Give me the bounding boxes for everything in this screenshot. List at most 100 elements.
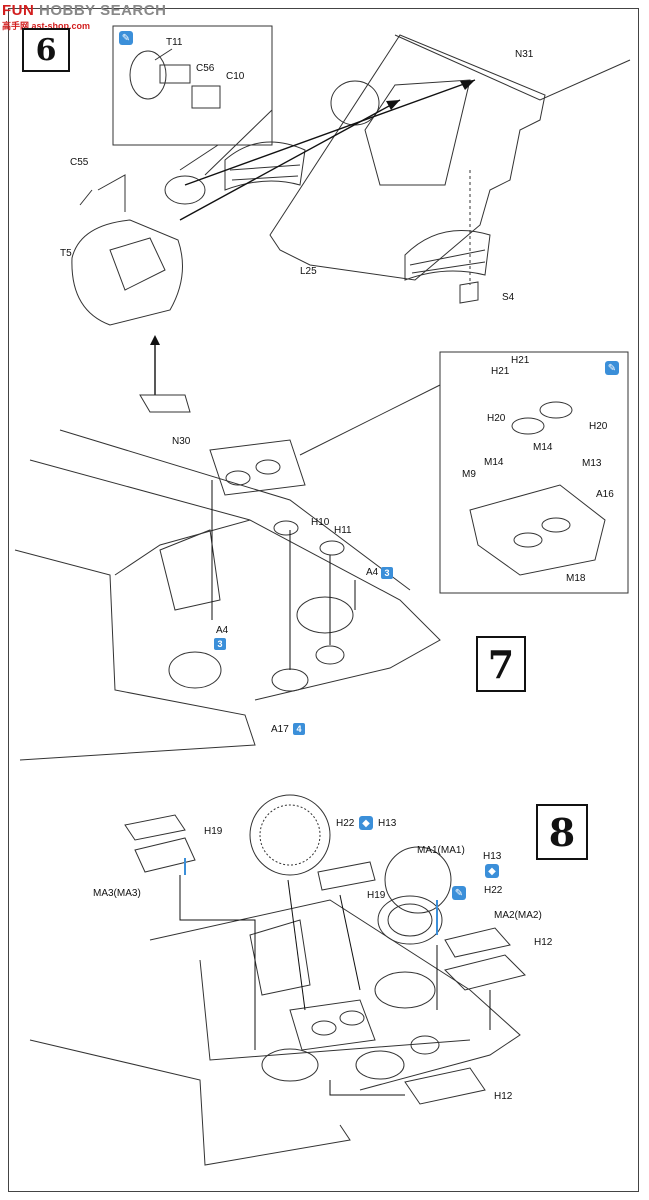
- grille-h22-left: [249, 794, 331, 876]
- part-c55-line: [79, 189, 93, 206]
- step-6-number: 6: [22, 28, 70, 72]
- grille-front: [224, 141, 306, 191]
- label-ma3: MA3(MA3): [93, 888, 141, 899]
- hatch-t5-opening: [109, 237, 166, 291]
- grille-h22-right: [377, 895, 443, 945]
- watermark-site: 高手网 ast-shop.com: [2, 19, 90, 32]
- detail-inset-7: [439, 351, 629, 594]
- label-a4: A4: [216, 625, 229, 636]
- label-n31: N31: [515, 49, 534, 60]
- label-c10: C10: [226, 71, 245, 82]
- part-h11: [319, 540, 345, 556]
- hull-top-7: [114, 519, 441, 701]
- part-h19-mid: [317, 861, 376, 891]
- part-h10: [273, 520, 299, 536]
- label-h19: H19: [367, 890, 386, 901]
- hull-edge-back: [394, 34, 631, 101]
- label-h22: H22: [336, 818, 355, 829]
- part-s4: [459, 281, 479, 304]
- glue-icon: ✎: [119, 31, 133, 45]
- plate-cutout: [364, 79, 471, 186]
- part-h12-bottom: [404, 1067, 486, 1105]
- inset-ring-h20a: [511, 417, 545, 435]
- label-l25: L25: [300, 266, 317, 277]
- inset-ring-h20b: [539, 401, 573, 419]
- inset-callout-line-b: [204, 109, 273, 176]
- part-c10: [191, 85, 221, 109]
- part-h19-left: [134, 837, 196, 873]
- label-m18: M18: [566, 573, 586, 584]
- label-c55: C55: [70, 157, 89, 168]
- rotate-icon: ◆: [485, 864, 499, 878]
- label-h21: H21: [511, 355, 530, 366]
- hatch-ring-t11: [129, 50, 167, 100]
- inset-callout-line-a: [179, 144, 219, 171]
- callout-badge: 3: [381, 567, 393, 579]
- hull-hole-7b: [296, 596, 354, 634]
- label-t5: T5: [60, 248, 72, 259]
- label-a16: A16: [596, 489, 614, 500]
- detail-inset-6: [112, 25, 273, 146]
- callout-badge: 4: [293, 723, 305, 735]
- label-m14: M14: [484, 457, 504, 468]
- step-7-number: 7: [476, 636, 526, 692]
- mesh-ma3: [124, 814, 186, 841]
- label-h12: H12: [534, 937, 553, 948]
- arrow-to-n31: [184, 79, 476, 186]
- hull-hole-8a: [261, 1048, 319, 1082]
- engine-plate-8: [289, 999, 376, 1051]
- label-a4: A4: [366, 567, 379, 578]
- label-h11: H11: [334, 525, 352, 536]
- glue-icon: ✎: [452, 886, 466, 900]
- hull-plate-l25: [269, 34, 546, 281]
- label-h10: H10: [311, 517, 330, 528]
- hull-side-7: [14, 549, 256, 761]
- grille-rear: [404, 230, 491, 281]
- hull-hole-8b: [374, 971, 436, 1009]
- watermark-chars: 高手网: [2, 21, 30, 31]
- label-t11: T11: [166, 37, 183, 48]
- mesh-ma1: [384, 846, 452, 914]
- inset-callout-7: [299, 384, 441, 456]
- label-m13: M13: [582, 458, 602, 469]
- hatch-hole: [330, 80, 380, 126]
- hatch-t5: [71, 219, 183, 326]
- glue-icon: ✎: [605, 361, 619, 375]
- part-c56: [159, 64, 191, 84]
- hatch-ring-small: [164, 175, 206, 205]
- label-a17: A17: [271, 724, 289, 735]
- watermark-brand-b: HOBBY SEARCH: [39, 2, 167, 19]
- hull-side-8: [29, 1039, 351, 1166]
- label-h20: H20: [589, 421, 608, 432]
- page-frame: [8, 8, 639, 1192]
- watermark-url: ast-shop.com: [31, 21, 91, 31]
- hull-ring-7b: [315, 645, 345, 665]
- inset-base-m18: [469, 484, 606, 576]
- label-h12: H12: [494, 1091, 513, 1102]
- label-h13: H13: [483, 851, 502, 862]
- label-ma1: MA1(MA1): [417, 845, 465, 856]
- hull-window-8: [249, 919, 311, 996]
- hull-window-7: [159, 529, 221, 611]
- label-h20: H20: [487, 413, 506, 424]
- mesh-ma2: [444, 927, 511, 958]
- label-h22: H22: [484, 885, 503, 896]
- label-c56: C56: [196, 63, 215, 74]
- engine-plate-7: [209, 439, 306, 496]
- label-h13: H13: [378, 818, 397, 829]
- label-h21: H21: [491, 366, 510, 377]
- hull-ring-7a: [271, 668, 309, 692]
- hull-top-8: [149, 899, 521, 1091]
- callout-badge: 3: [214, 638, 226, 650]
- hull-hole-7a: [168, 651, 222, 689]
- hull-hole-8c: [355, 1050, 405, 1080]
- watermark-brand-a: FUN: [2, 2, 35, 19]
- label-ma2: MA2(MA2): [494, 910, 542, 921]
- watermark: FUN HOBBY SEARCH: [2, 2, 166, 19]
- part-n30: [139, 394, 191, 413]
- label-m14: M14: [533, 442, 553, 453]
- label-h19: H19: [204, 826, 223, 837]
- rotate-icon: ◆: [359, 816, 373, 830]
